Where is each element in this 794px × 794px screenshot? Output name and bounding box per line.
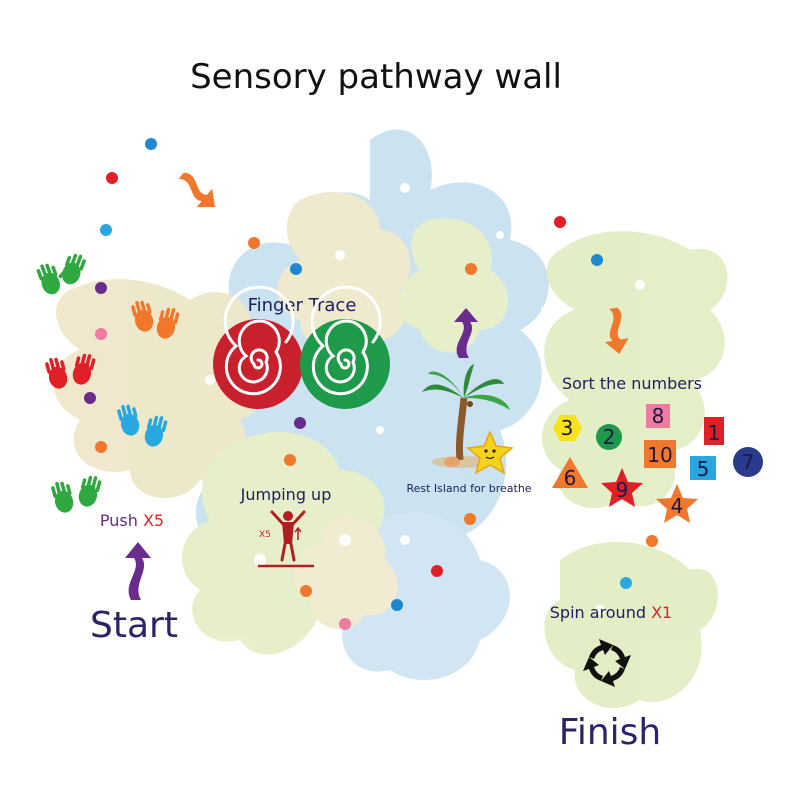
dot-purple bbox=[95, 282, 107, 294]
push-count: X5 bbox=[143, 511, 164, 530]
spin-text: Spin around bbox=[550, 603, 646, 622]
dot-orange bbox=[300, 585, 312, 597]
blob-green-mid bbox=[399, 218, 509, 353]
hand-print-icon bbox=[62, 253, 86, 285]
dot-red bbox=[106, 172, 118, 184]
dot-blue bbox=[391, 599, 403, 611]
dot-orange bbox=[95, 441, 107, 453]
arrow-icon bbox=[125, 542, 151, 600]
svg-text:5: 5 bbox=[697, 457, 710, 481]
rest-island-label: Rest Island for breathe bbox=[406, 482, 531, 495]
white-dot bbox=[254, 554, 266, 566]
number-badge-9: 9 bbox=[601, 468, 643, 507]
dot-orange bbox=[465, 263, 477, 275]
arrow-icon bbox=[604, 307, 629, 354]
white-dot bbox=[205, 375, 215, 385]
hand-print-icon bbox=[78, 475, 102, 507]
number-badge-6: 6 bbox=[552, 457, 588, 490]
dot-blue bbox=[145, 138, 157, 150]
dot-orange bbox=[248, 237, 260, 249]
hand-print-icon bbox=[156, 307, 180, 339]
hand-print-icon bbox=[36, 263, 65, 295]
blob-beige-left bbox=[53, 279, 269, 499]
hand-print-icon bbox=[45, 357, 68, 389]
dot-purple bbox=[294, 417, 306, 429]
page-title: Sensory pathway wall bbox=[190, 57, 562, 97]
white-dot bbox=[541, 306, 549, 314]
number-badge-7: 7 bbox=[733, 447, 763, 477]
finger-trace-label: Finger Trace bbox=[248, 295, 357, 316]
white-dot bbox=[635, 280, 645, 290]
dot-red bbox=[431, 565, 443, 577]
svg-text:7: 7 bbox=[742, 450, 755, 474]
palm-tree-icon bbox=[422, 364, 510, 468]
white-dot bbox=[496, 231, 504, 239]
blob-green-right bbox=[541, 231, 728, 509]
colored-dots bbox=[84, 138, 658, 630]
blob-green-bottomright bbox=[544, 541, 719, 709]
hand-print-icon bbox=[72, 353, 96, 385]
svg-text:10: 10 bbox=[647, 443, 672, 467]
white-dot bbox=[339, 534, 351, 546]
number-badge-3: 3 bbox=[553, 415, 582, 441]
dot-pink bbox=[95, 328, 107, 340]
arrow-icon bbox=[454, 308, 478, 358]
number-badge-8: 8 bbox=[646, 404, 670, 428]
push-label: Push X5 bbox=[100, 511, 164, 530]
svg-text:4: 4 bbox=[671, 494, 684, 518]
white-dots bbox=[205, 183, 645, 615]
hand-print-icon bbox=[51, 481, 74, 513]
white-dot bbox=[376, 426, 384, 434]
dot-orange bbox=[284, 454, 296, 466]
svg-text:9: 9 bbox=[616, 478, 629, 502]
hand-print-icon bbox=[131, 300, 154, 332]
white-dot bbox=[400, 183, 410, 193]
svg-text:8: 8 bbox=[652, 404, 665, 428]
push-text: Push bbox=[100, 511, 138, 530]
number-badge-2: 2 bbox=[596, 424, 622, 450]
hand-print-icon bbox=[144, 415, 168, 447]
svg-text:2: 2 bbox=[603, 425, 616, 449]
dot-blue bbox=[620, 577, 632, 589]
jumping-up-label: Jumping up bbox=[240, 485, 332, 504]
dot-orange bbox=[646, 535, 658, 547]
svg-text:6: 6 bbox=[564, 466, 577, 490]
number-badge-4: 4 bbox=[656, 484, 698, 523]
dot-red bbox=[554, 216, 566, 228]
svg-text:1: 1 bbox=[708, 421, 721, 445]
dot-purple bbox=[84, 392, 96, 404]
number-badge-10: 10 bbox=[644, 440, 676, 468]
blob-beige-bottom bbox=[293, 517, 398, 630]
number-badge-5: 5 bbox=[690, 456, 716, 481]
hand-prints bbox=[36, 253, 180, 513]
hand-print-icon bbox=[117, 404, 140, 436]
spin-label: Spin around X1 bbox=[550, 603, 672, 622]
start-label: Start bbox=[90, 605, 178, 646]
sort-numbers-label: Sort the numbers bbox=[562, 374, 702, 393]
white-dot bbox=[400, 535, 410, 545]
finish-label: Finish bbox=[559, 712, 661, 753]
arrow-icon bbox=[178, 172, 216, 208]
spiral-icon bbox=[300, 285, 390, 409]
svg-text:3: 3 bbox=[561, 416, 574, 440]
white-dot bbox=[590, 515, 600, 525]
dot-orange bbox=[464, 513, 476, 525]
number-badge-1: 1 bbox=[704, 417, 724, 445]
dot-blue bbox=[290, 263, 302, 275]
white-dot bbox=[335, 250, 345, 260]
dot-pink bbox=[339, 618, 351, 630]
white-dot bbox=[595, 605, 605, 615]
background-blobs bbox=[53, 129, 728, 709]
jump-count: X5 bbox=[259, 530, 271, 540]
rotate-arrows-icon bbox=[583, 639, 631, 687]
spin-count: X1 bbox=[651, 603, 672, 622]
dot-blue bbox=[591, 254, 603, 266]
spiral-icon bbox=[213, 285, 303, 409]
starfish-icon bbox=[466, 430, 514, 475]
dot-blue bbox=[100, 224, 112, 236]
jumping-person-icon bbox=[258, 510, 314, 568]
